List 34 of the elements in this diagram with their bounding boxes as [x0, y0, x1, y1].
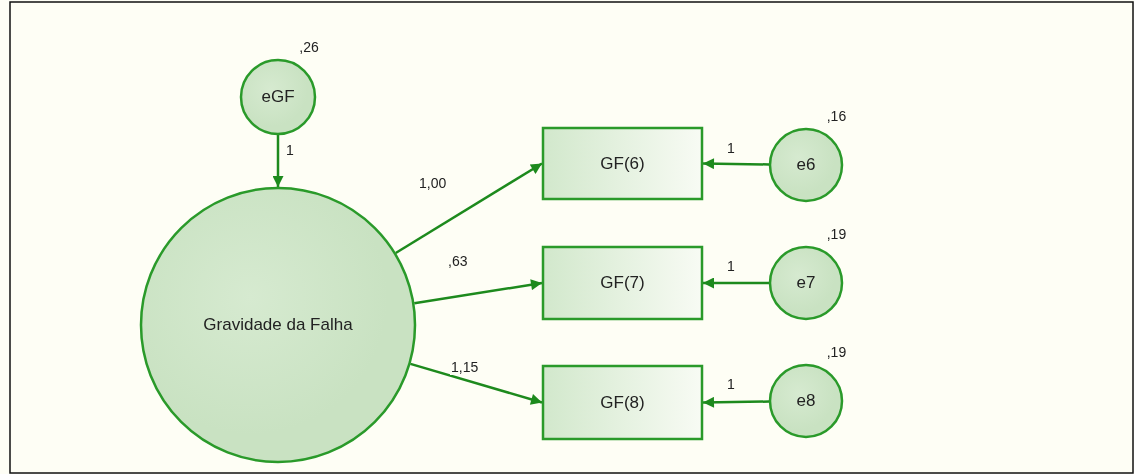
latent-variable-circle: [140, 187, 416, 463]
variance-value: ,26: [299, 39, 319, 55]
node-label: eGF: [261, 86, 295, 108]
variance-value: ,16: [826, 108, 847, 124]
error-variable-circle: [769, 364, 843, 438]
variance-value: ,19: [826, 344, 847, 360]
edge-label: 1: [726, 140, 736, 156]
edge-label: 1,00: [418, 175, 448, 191]
node-label: e8: [796, 390, 816, 412]
edge-label: 1: [726, 376, 736, 392]
path-arrow: [703, 158, 769, 170]
observed-variable-box: [542, 246, 703, 320]
edge-label: ,63: [447, 253, 469, 269]
node-label: GF(8): [600, 391, 645, 414]
observed-variable-box: [542, 127, 703, 200]
error-variable-circle: [240, 59, 316, 135]
path-arrow: [272, 135, 284, 187]
node-label: e6: [796, 154, 816, 176]
error-variable-circle: [769, 246, 843, 320]
edge-label: 1,15: [450, 359, 480, 375]
node-label: e7: [796, 272, 816, 294]
error-variable-circle: [769, 128, 843, 202]
edge-label: 1: [285, 142, 295, 158]
variance-value: ,19: [826, 226, 847, 242]
path-arrow: [410, 362, 543, 405]
path-arrow: [703, 396, 769, 408]
node-label: Gravidade da Falha: [203, 314, 353, 336]
edge-label: 1: [726, 258, 736, 274]
observed-variable-box: [542, 365, 703, 440]
path-arrow: [395, 162, 543, 255]
node-label: GF(6): [600, 152, 645, 175]
node-label: GF(7): [600, 272, 645, 294]
path-arrow: [703, 277, 769, 289]
path-arrow: [414, 279, 543, 305]
